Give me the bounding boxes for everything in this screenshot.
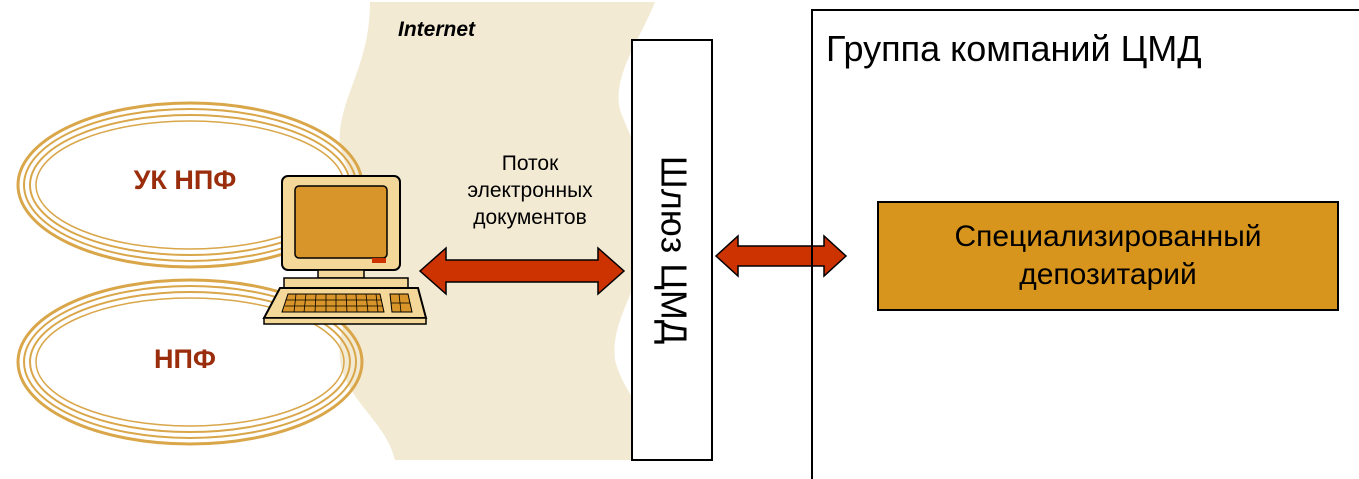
internet-cloud bbox=[339, 2, 665, 460]
depository-label-line: депозитарий bbox=[1019, 258, 1197, 291]
depository-label: Специализированный депозитарий bbox=[878, 202, 1338, 310]
depository-label-line: Специализированный bbox=[954, 220, 1262, 253]
participant-label-npf: НПФ bbox=[154, 344, 216, 374]
computer-icon bbox=[262, 175, 428, 325]
group-label: Группа компаний ЦМД bbox=[826, 28, 1202, 69]
document-flow-arrow bbox=[418, 246, 626, 296]
internet-label: Internet bbox=[398, 18, 476, 41]
participant-label-uk-npf: УК НПФ bbox=[133, 165, 237, 195]
document-flow-label: Поток электронных документов bbox=[440, 150, 620, 231]
group-boundary bbox=[811, 9, 1359, 479]
gateway-depository-arrow bbox=[714, 234, 848, 278]
gateway-box bbox=[631, 39, 713, 461]
participant-ring-npf bbox=[16, 278, 364, 446]
depository-box bbox=[877, 201, 1339, 311]
flow-label-line: электронных bbox=[467, 179, 593, 202]
gateway-label-wrapper: Шлюз ЦМД bbox=[636, 40, 710, 460]
gateway-label: Шлюз ЦМД bbox=[653, 155, 695, 345]
flow-label-line: документов bbox=[473, 206, 587, 229]
flow-label-line: Поток bbox=[501, 152, 559, 175]
